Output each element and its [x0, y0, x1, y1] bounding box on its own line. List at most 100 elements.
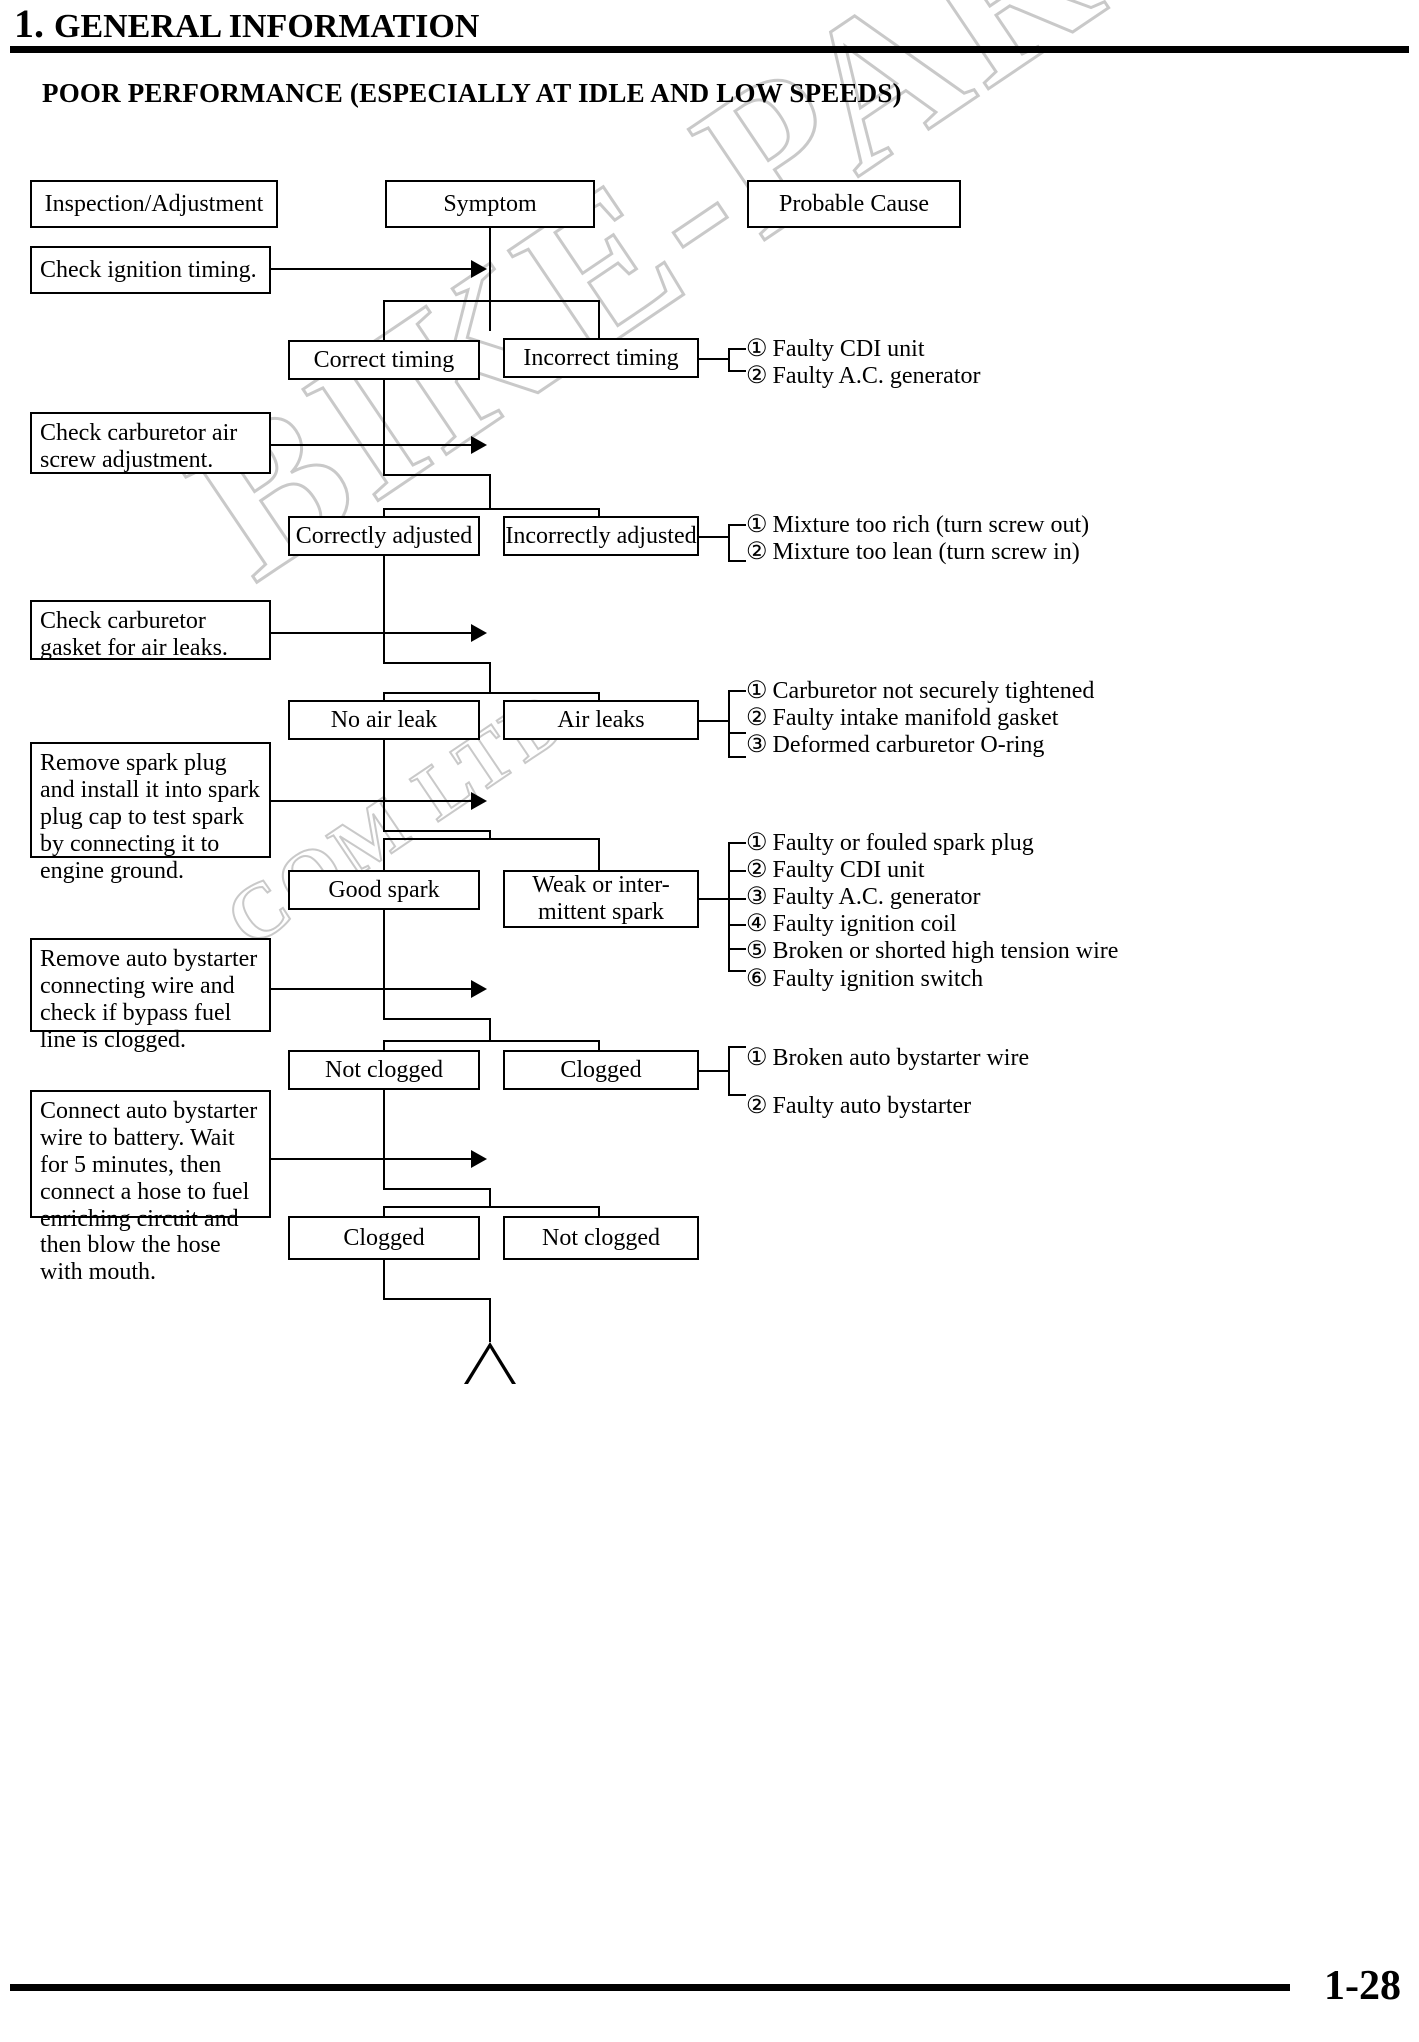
arrow-head-4 — [471, 792, 487, 810]
cause-tick-5-2 — [728, 1094, 746, 1096]
arrow-head-6 — [471, 1150, 487, 1168]
cause-number: ② — [746, 539, 768, 566]
cause-item: ③ Deformed carburetor O-ring — [746, 732, 1146, 759]
terminal-line-across — [383, 1298, 489, 1300]
arrow-line-2 — [271, 444, 471, 446]
cause-tick-3-1 — [728, 690, 746, 692]
column-header-symptom-label: Symptom — [443, 190, 537, 217]
branch-left-4 — [383, 838, 385, 870]
symptom-ng-label-2: Incorrectly adjusted — [505, 522, 697, 549]
cause-item: ① Carburetor not securely tightened — [746, 678, 1146, 705]
branch-right-1 — [598, 300, 600, 340]
symptom-ok-box-5: Not clogged — [288, 1050, 480, 1090]
spine-5b — [489, 1018, 491, 1040]
cause-text: Deformed carburetor O-ring — [772, 732, 1045, 759]
cause-number: ② — [746, 705, 768, 732]
branch-left-3 — [383, 692, 385, 700]
cause-number: ⑥ — [746, 965, 768, 992]
symptom-ok-label-1: Correct timing — [313, 346, 455, 373]
cause-number: ② — [746, 857, 768, 884]
symptom-ng-box-4: Weak or inter- mittent spark — [503, 870, 699, 928]
symptom-ok-label-5: Not clogged — [325, 1056, 443, 1083]
cause-list-3: ① Carburetor not securely tightened ② Fa… — [746, 678, 1146, 759]
cause-tick-4-6 — [728, 970, 746, 972]
column-header-inspection: Inspection/Adjustment — [30, 180, 278, 228]
cause-spine-2 — [728, 524, 730, 560]
inspection-box-1: Check ignition timing. — [30, 246, 271, 294]
terminal-line-to-triangle — [489, 1298, 491, 1342]
cause-item: ① Broken auto bystarter wire — [746, 1034, 1146, 1082]
cause-item: ⑥ Faulty ignition switch — [746, 966, 1146, 993]
arrow-line-6 — [271, 1158, 471, 1160]
inspection-box-5-label: Remove auto bystarter connecting wire an… — [40, 946, 258, 1053]
symptom-ng-label-3: Air leaks — [557, 706, 645, 733]
spine-3-jog — [383, 662, 489, 664]
cause-tick-3-3 — [728, 756, 746, 758]
cause-text: Faulty auto bystarter — [772, 1093, 972, 1119]
symptom-ng-box-2: Incorrectly adjusted — [503, 516, 699, 556]
arrow-head-2 — [471, 436, 487, 454]
branch-right-6 — [598, 1206, 600, 1216]
inspection-box-4: Remove spark plug and install it into sp… — [30, 742, 271, 884]
spine-6-jog — [383, 1188, 489, 1190]
branch-left-6 — [383, 1206, 385, 1216]
cause-spine-1 — [728, 348, 730, 370]
chapter-title: GENERAL INFORMATION — [54, 8, 480, 45]
page-number: 1-28 — [1324, 1963, 1401, 2009]
cause-text: Faulty A.C. generator — [772, 884, 981, 911]
branch-left-1 — [383, 300, 385, 340]
page-subtitle: POOR PERFORMANCE (ESPECIALLY AT IDLE AND… — [42, 78, 902, 108]
cause-number: ① — [746, 830, 768, 856]
cause-stem-3 — [699, 720, 728, 722]
spine-5-jog — [383, 1018, 489, 1020]
branch-left-2 — [383, 508, 385, 516]
branch-left-5 — [383, 1040, 385, 1050]
arrow-line-3 — [271, 632, 471, 634]
symptom-ng-label-4: Weak or inter- mittent spark — [532, 872, 670, 925]
cause-stem-5 — [699, 1070, 728, 1072]
cause-text: Faulty ignition switch — [772, 965, 984, 992]
cause-number: ② — [746, 363, 768, 390]
cause-tick-4-2 — [728, 870, 746, 872]
cause-number: ① — [746, 512, 768, 538]
symptom-ok-box-2: Correctly adjusted — [288, 516, 480, 556]
cause-number: ③ — [746, 732, 768, 759]
cause-list-4: ① Faulty or fouled spark plug ② Faulty C… — [746, 830, 1146, 993]
cause-stem-4 — [699, 898, 728, 900]
arrow-line-4 — [271, 800, 471, 802]
spine-3 — [383, 556, 385, 664]
cause-list-2: ① Mixture too rich (turn screw out) ② Mi… — [746, 512, 1136, 566]
cause-text: Faulty A.C. generator — [772, 363, 981, 390]
inspection-box-1-label: Check ignition timing. — [40, 256, 257, 283]
spine-1 — [489, 228, 491, 331]
inspection-box-5: Remove auto bystarter connecting wire an… — [30, 938, 271, 1053]
spine-2b — [489, 474, 491, 508]
symptom-ng-label-5: Clogged — [560, 1056, 642, 1083]
cause-text: Mixture too lean (turn screw in) — [772, 539, 1080, 566]
cause-tick-2-1 — [728, 524, 746, 526]
symptom-ok-label-6: Clogged — [343, 1224, 425, 1251]
cause-item: ① Faulty or fouled spark plug — [746, 830, 1146, 857]
column-header-probable-cause: Probable Cause — [747, 180, 961, 228]
inspection-box-2-label: Check carburetor air screw adjustment. — [40, 420, 238, 473]
arrow-head-1 — [471, 260, 487, 278]
cause-item: ① Faulty CDI unit — [746, 336, 1126, 363]
symptom-ok-label-2: Correctly adjusted — [295, 522, 473, 549]
branch-bar-6 — [383, 1206, 600, 1208]
cause-item: ② Faulty auto bystarter — [746, 1082, 1146, 1130]
chapter-number: 1. — [14, 1, 44, 46]
spine-2-jog — [383, 474, 489, 476]
branch-bar-3 — [383, 692, 600, 694]
symptom-ok-box-1: Correct timing — [288, 340, 480, 380]
symptom-ok-box-3: No air leak — [288, 700, 480, 740]
symptom-ok-label-3: No air leak — [330, 706, 438, 733]
cause-tick-4-3 — [728, 898, 746, 900]
branch-bar-4 — [383, 838, 600, 840]
cause-number: ① — [746, 678, 768, 704]
cause-tick-4-1 — [728, 842, 746, 844]
spine-4 — [383, 740, 385, 832]
cause-number: ⑤ — [746, 938, 768, 965]
arrow-line-5 — [271, 988, 471, 990]
cause-text: Faulty CDI unit — [772, 857, 925, 884]
